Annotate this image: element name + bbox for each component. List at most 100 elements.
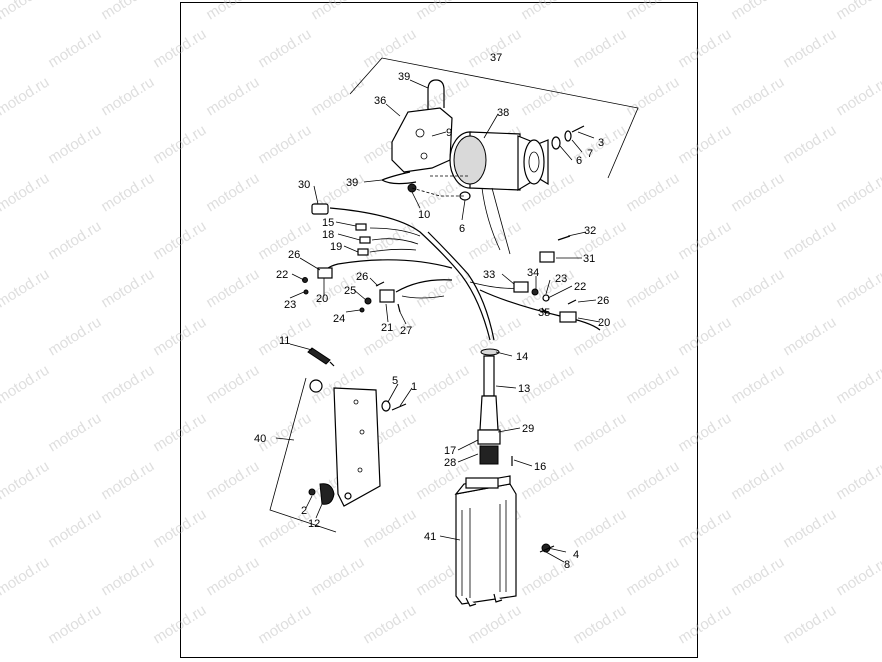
watermark-text: motod.ru <box>570 218 629 264</box>
terminal-24 <box>359 307 365 313</box>
callout: 20 <box>598 317 610 329</box>
watermark-text: motod.ru <box>623 266 682 312</box>
bolt-1 <box>391 403 407 411</box>
watermark-text: motod.ru <box>728 554 787 600</box>
washer-6 <box>551 136 561 150</box>
callout: 26 <box>356 271 368 283</box>
callout: 21 <box>381 322 393 334</box>
washer-5 <box>381 400 391 412</box>
callout: 4 <box>573 549 579 561</box>
watermark-text: motod.ru <box>833 74 882 120</box>
watermark-text: motod.ru <box>833 266 882 312</box>
branch-19 <box>369 248 417 253</box>
callout: 7 <box>587 148 593 160</box>
group-37-bracket <box>349 57 639 179</box>
watermark-text: motod.ru <box>623 0 682 23</box>
callout: 9 <box>446 127 452 139</box>
watermark-text: motod.ru <box>98 170 157 216</box>
watermark-text: motod.ru <box>45 122 104 168</box>
callout: 14 <box>516 351 528 363</box>
callout: 40 <box>254 433 266 445</box>
sleeve-13 <box>483 355 495 397</box>
watermark-text: motod.ru <box>0 266 52 312</box>
watermark-text: motod.ru <box>833 458 882 504</box>
callout-labels: 1 2 3 4 5 6 6 7 8 9 10 11 12 13 14 15 16… <box>254 52 610 571</box>
u-bolt-top <box>427 79 445 110</box>
callout: 5 <box>392 375 398 387</box>
watermark-text: motod.ru <box>98 362 157 408</box>
watermark-text: motod.ru <box>570 602 629 648</box>
connector-28 <box>479 445 499 465</box>
callout: 26 <box>597 295 609 307</box>
mounting-plate <box>333 387 381 507</box>
callout: 35 <box>538 307 550 319</box>
watermark-text: motod.ru <box>150 602 209 648</box>
projection-line <box>411 187 465 197</box>
watermark-text: motod.ru <box>255 218 314 264</box>
branch-21b <box>401 295 445 299</box>
watermark-text: motod.ru <box>98 0 157 23</box>
callout: 22 <box>574 281 586 293</box>
watermark-text: motod.ru <box>203 458 262 504</box>
branch-15 <box>369 227 421 237</box>
callout: 24 <box>333 313 345 325</box>
callout: 16 <box>534 461 546 473</box>
terminal-32 <box>557 235 571 241</box>
watermark-text: motod.ru <box>0 554 52 600</box>
grommet-14 <box>480 348 500 356</box>
watermark-text: motod.ru <box>45 314 104 360</box>
watermark-text: motod.ru <box>570 26 629 72</box>
connector-20 <box>317 267 333 279</box>
callout: 33 <box>483 269 495 281</box>
watermark-text: motod.ru <box>780 314 839 360</box>
watermark-text: motod.ru <box>203 170 262 216</box>
control-box-body <box>455 483 517 605</box>
spark-11-tip <box>329 361 335 367</box>
terminal-35 <box>541 307 547 315</box>
watermark-text: motod.ru <box>98 458 157 504</box>
diagram-frame <box>180 2 698 658</box>
connector-19 <box>357 248 369 256</box>
callout: 25 <box>344 285 356 297</box>
terminal-23 <box>303 289 309 295</box>
watermark-text: motod.ru <box>45 410 104 456</box>
u-bolt-bottom <box>381 171 417 185</box>
washer-7 <box>564 130 572 142</box>
terminal-26b <box>567 299 577 305</box>
watermark-text: motod.ru <box>413 362 472 408</box>
callout: 11 <box>279 335 290 347</box>
callout: 32 <box>584 225 596 237</box>
watermark-text: motod.ru <box>203 74 262 120</box>
harness-trunk-2 <box>427 231 495 341</box>
watermark-text: motod.ru <box>255 26 314 72</box>
watermark-text: motod.ru <box>518 0 577 23</box>
callout: 13 <box>518 383 530 395</box>
watermark-text: motod.ru <box>98 554 157 600</box>
sleeve-29 <box>479 395 499 431</box>
callout: 29 <box>522 423 534 435</box>
watermark-text: motod.ru <box>623 170 682 216</box>
watermark-text: motod.ru <box>0 458 52 504</box>
watermark-text: motod.ru <box>45 218 104 264</box>
connector-17 <box>477 429 501 445</box>
watermark-text: motod.ru <box>150 218 209 264</box>
horn-wire <box>481 187 501 251</box>
callout: 19 <box>330 241 342 253</box>
watermark-text: motod.ru <box>0 0 52 23</box>
connector-30 <box>311 203 329 215</box>
mounting-plate-assembly <box>269 377 407 533</box>
control-box-socket <box>465 477 499 489</box>
callout: 34 <box>527 267 539 279</box>
control-box-ribs <box>461 500 507 598</box>
watermark-text: motod.ru <box>360 506 419 552</box>
horn-mouth-inner <box>528 151 540 173</box>
callout: 8 <box>564 559 570 571</box>
watermark-text: motod.ru <box>833 170 882 216</box>
watermark-text: motod.ru <box>728 266 787 312</box>
plate-hole <box>359 429 365 435</box>
watermark-text: motod.ru <box>465 602 524 648</box>
callout: 23 <box>284 299 296 311</box>
watermark-text: motod.ru <box>780 218 839 264</box>
harness-trunk <box>329 207 491 341</box>
watermark-text: motod.ru <box>833 554 882 600</box>
